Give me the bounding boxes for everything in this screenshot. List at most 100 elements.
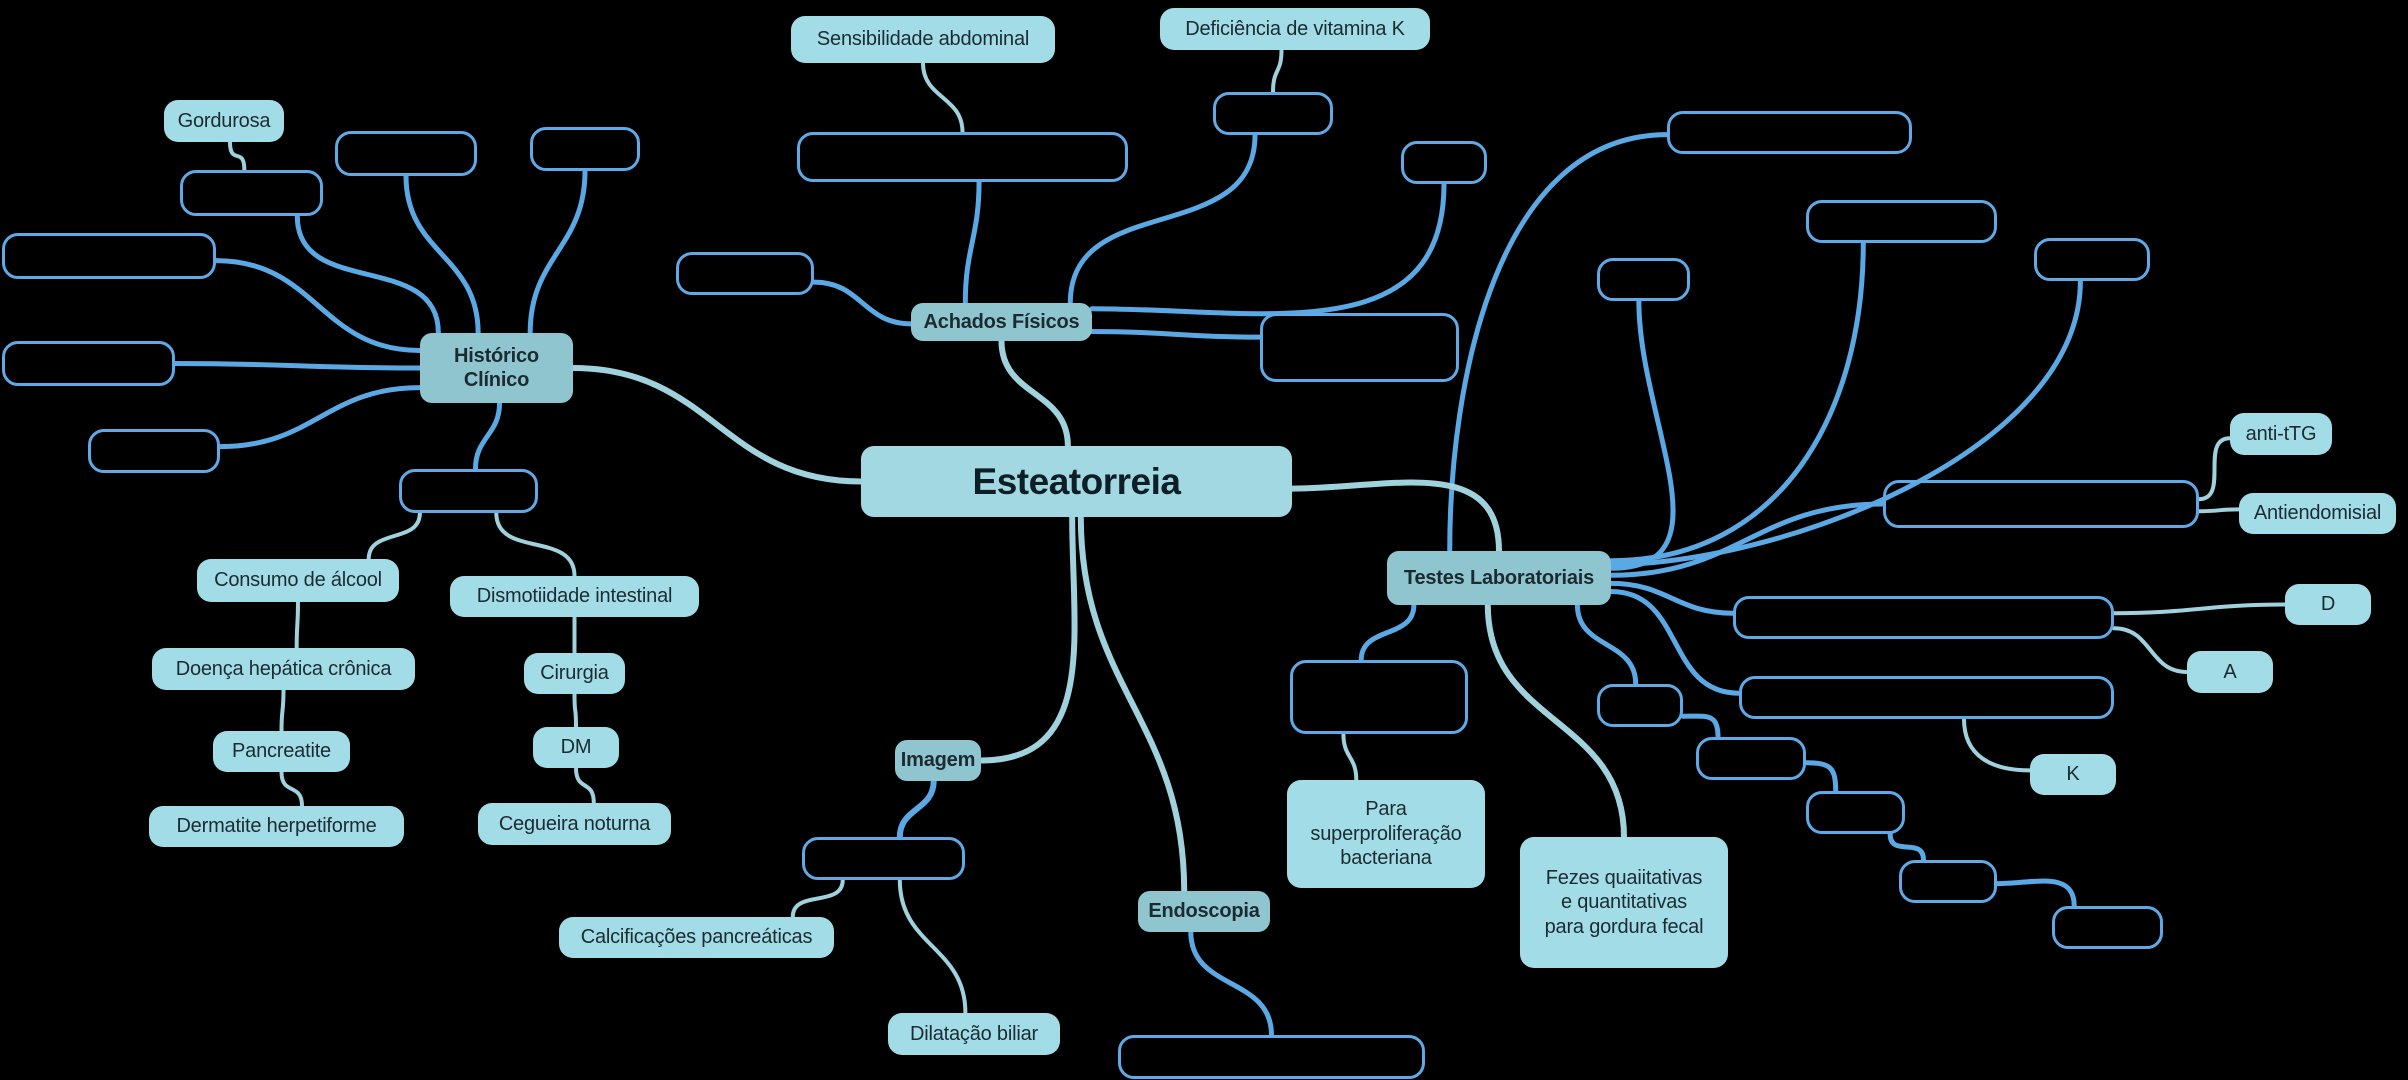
edge-historico-hc4	[213, 258, 423, 353]
edge-testes-tlsmall	[1574, 602, 1639, 687]
edge-esteatorreia-imagem	[978, 514, 1078, 764]
edge-achados-af4	[811, 279, 914, 327]
edge-testes-tlleft	[1358, 602, 1417, 663]
empty-topic-node-top3[interactable]	[2034, 238, 2150, 281]
empty-topic-node-hc5[interactable]	[2, 341, 175, 386]
topic-node-gordurosa[interactable]: Gordurosa	[164, 100, 284, 142]
empty-topic-node-hc7[interactable]	[399, 469, 538, 513]
topic-label-sensibilidade: Sensibilidade abdominal	[816, 28, 1030, 51]
topic-node-calcificacoes[interactable]: Calcificações pancreáticas	[559, 917, 834, 958]
edge-esteatorreia-testes	[1289, 479, 1502, 554]
edge-pancreatite-dermatite	[279, 770, 304, 808]
topic-node-testes[interactable]: Testes Laboratoriais	[1387, 551, 1611, 605]
edge-cascC-cascD	[1994, 878, 2077, 909]
topic-node-vita[interactable]: A	[2187, 651, 2273, 693]
topic-node-historico[interactable]: Histórico Clínico	[420, 333, 573, 403]
topic-node-dm[interactable]: DM	[533, 727, 619, 768]
edge-historico-hc1	[294, 213, 441, 336]
topic-label-historico: Histórico Clínico	[454, 344, 539, 391]
empty-topic-node-af1[interactable]	[797, 132, 1128, 182]
topic-label-vita: A	[2223, 660, 2237, 683]
topic-node-consumo[interactable]: Consumo de álcool	[197, 559, 399, 602]
topic-node-antittg[interactable]: anti-tTG	[2230, 413, 2332, 455]
empty-topic-node-af2[interactable]	[1213, 92, 1333, 135]
empty-topic-node-af4[interactable]	[676, 252, 814, 295]
edge-cascA-cascB	[1803, 760, 1839, 794]
empty-topic-node-af3[interactable]	[1401, 141, 1487, 184]
empty-topic-node-wide3[interactable]	[1739, 676, 2114, 719]
empty-topic-node-tlv[interactable]	[1597, 258, 1690, 301]
topic-node-esteatorreia[interactable]: Esteatorreia	[861, 446, 1292, 517]
empty-topic-node-wide2[interactable]	[1733, 596, 2114, 639]
edge-achados-af3	[1089, 181, 1447, 317]
topic-label-doenca: Doença hepática crônica	[175, 657, 392, 680]
topic-node-cegueira[interactable]: Cegueira noturna	[478, 803, 671, 845]
empty-topic-node-hc6[interactable]	[88, 429, 220, 473]
edge-testes-wide1	[1608, 501, 1886, 578]
empty-topic-node-cascC[interactable]	[1899, 860, 1997, 903]
edge-cascB-cascC	[1887, 831, 1926, 863]
edge-wide3-vitk	[1962, 717, 2032, 773]
edge-tlleft-parasuper	[1341, 732, 1359, 782]
topic-label-fezes: Fezes quaiitativas e quantitativas para …	[1544, 866, 1704, 938]
empty-topic-node-im1[interactable]	[802, 837, 965, 880]
topic-label-dismotilidade: Dismotiidade intestinal	[476, 585, 673, 608]
topic-label-achados: Achados Físicos	[923, 310, 1080, 333]
edge-deficiencia-af2	[1271, 48, 1284, 94]
empty-topic-node-hc3[interactable]	[530, 127, 640, 171]
topic-node-achados[interactable]: Achados Físicos	[911, 303, 1092, 341]
edge-achados-af2	[1067, 132, 1258, 306]
edge-wide2-vita	[2112, 626, 2189, 674]
topic-node-cirurgia[interactable]: Cirurgia	[524, 653, 625, 694]
empty-topic-node-tlleft[interactable]	[1290, 660, 1468, 734]
topic-node-dismotilidade[interactable]: Dismotiidade intestinal	[450, 576, 699, 617]
topic-node-vitd[interactable]: D	[2285, 584, 2371, 625]
empty-topic-node-top1[interactable]	[1667, 111, 1912, 154]
edge-endoscopia-en1	[1188, 929, 1274, 1038]
edge-im1-calcificacoes	[790, 878, 845, 919]
empty-topic-node-cascB[interactable]	[1806, 791, 1905, 834]
topic-label-gordurosa: Gordurosa	[177, 109, 271, 132]
empty-topic-node-af5[interactable]	[1260, 313, 1459, 382]
empty-topic-node-top2[interactable]	[1806, 200, 1997, 243]
empty-topic-node-hc4[interactable]	[2, 233, 216, 279]
edge-cirurgia-dm	[572, 692, 578, 729]
topic-node-antiendomisial[interactable]: Antiendomisial	[2239, 493, 2396, 534]
topic-node-deficiencia[interactable]: Deficiência de vitamina K	[1160, 8, 1430, 50]
topic-node-endoscopia[interactable]: Endoscopia	[1138, 891, 1270, 932]
empty-topic-node-hc2[interactable]	[335, 131, 477, 176]
empty-topic-node-en1[interactable]	[1118, 1035, 1425, 1079]
topic-node-parasuper[interactable]: Para superproliferação bacteriana	[1287, 780, 1485, 888]
edge-historico-hc3	[527, 168, 588, 336]
empty-topic-node-wide1[interactable]	[1883, 480, 2199, 528]
empty-topic-node-cascD[interactable]	[2052, 906, 2163, 949]
topic-label-consumo: Consumo de álcool	[214, 569, 382, 592]
topic-label-imagem: Imagem	[900, 749, 976, 772]
edge-dm-cegueira	[574, 766, 596, 805]
edge-achados-esteatorreia	[998, 338, 1071, 449]
topic-node-pancreatite[interactable]: Pancreatite	[213, 731, 350, 772]
topic-label-parasuper: Para superproliferação bacteriana	[1310, 798, 1462, 870]
topic-node-doenca[interactable]: Doença hepática crônica	[152, 648, 415, 690]
topic-node-dilatacao[interactable]: Dilatação biliar	[888, 1013, 1060, 1055]
edge-im1-dilatacao	[897, 878, 968, 1015]
topic-label-dermatite: Dermatite herpetiforme	[176, 815, 377, 838]
empty-topic-node-hc1[interactable]	[180, 170, 323, 216]
topic-node-vitk[interactable]: K	[2030, 754, 2116, 795]
edge-esteatorreia-historico	[570, 365, 864, 485]
edge-historico-hc6	[217, 385, 423, 450]
topic-label-vitd: D	[2320, 593, 2336, 616]
edge-tlsmall-cascA	[1680, 713, 1721, 740]
topic-node-fezes[interactable]: Fezes quaiitativas e quantitativas para …	[1520, 837, 1728, 968]
topic-node-dermatite[interactable]: Dermatite herpetiforme	[149, 806, 404, 847]
topic-node-sensibilidade[interactable]: Sensibilidade abdominal	[791, 16, 1055, 63]
topic-node-imagem[interactable]: Imagem	[895, 740, 981, 781]
empty-topic-node-cascA[interactable]	[1696, 737, 1806, 780]
edge-wide1-antiendomisial	[2197, 507, 2241, 514]
topic-label-cegueira: Cegueira noturna	[498, 812, 651, 835]
topic-label-testes: Testes Laboratoriais	[1403, 566, 1595, 589]
edge-historico-hc7	[472, 400, 503, 472]
empty-topic-node-tlsmall[interactable]	[1597, 684, 1683, 727]
topic-label-dm: DM	[560, 736, 592, 759]
